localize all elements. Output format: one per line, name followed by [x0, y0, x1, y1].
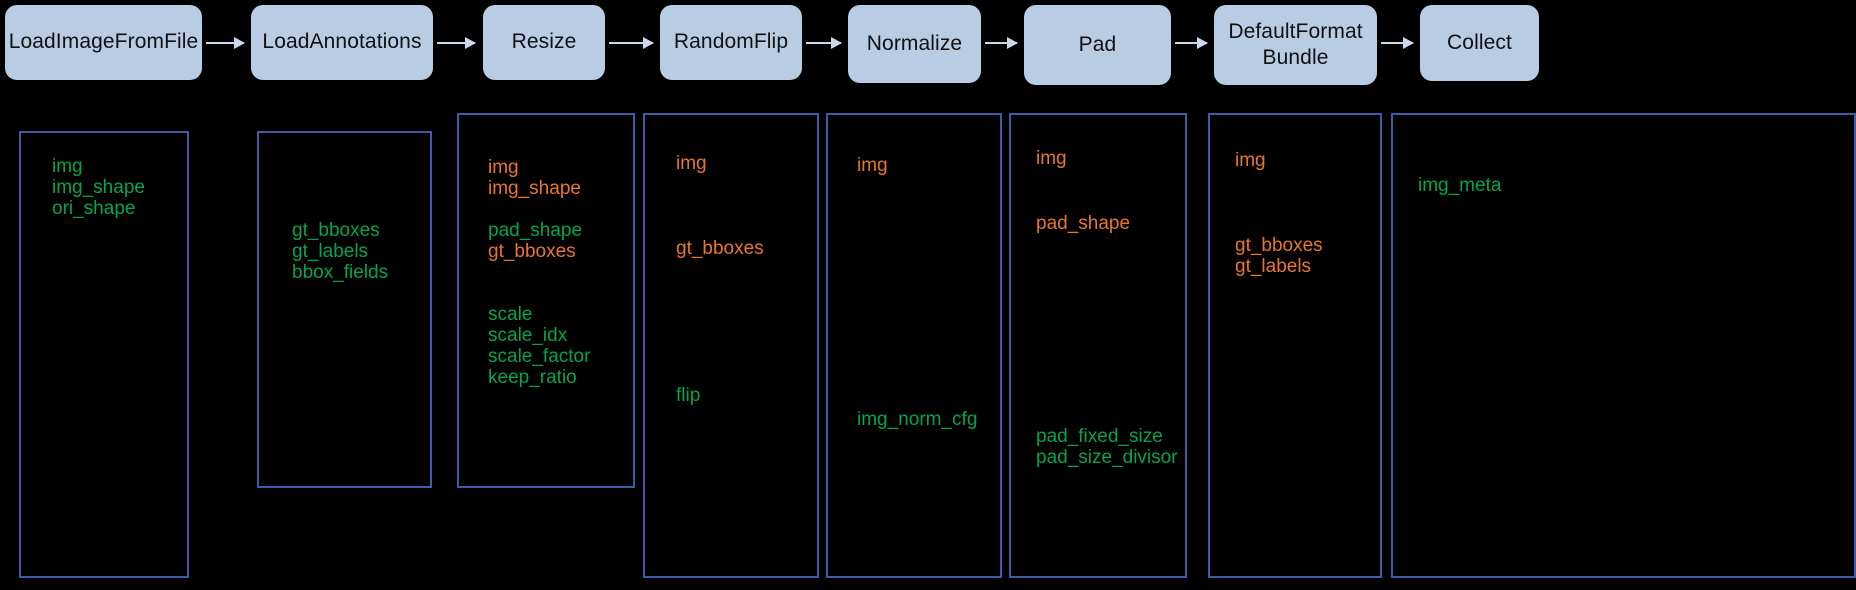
field-pad-shape: pad_shape [1036, 213, 1131, 234]
field-gt-bboxes: gt_bboxes [292, 220, 380, 241]
pipeline-node-label: Collect [1447, 30, 1512, 54]
pipeline-node-collect[interactable]: Collect [1420, 5, 1539, 81]
pipeline-node-loadannotations[interactable]: LoadAnnotations [251, 5, 433, 80]
field-ori-shape: ori_shape [52, 198, 136, 219]
field-flip: flip [676, 385, 701, 406]
pipeline-node-randomflip[interactable]: RandomFlip [660, 5, 802, 80]
pipeline-node-label-line1: DefaultFormat [1228, 19, 1363, 43]
pipeline-node-loadimagefromfile[interactable]: LoadImageFromFile [5, 5, 202, 80]
field-scale-idx: scale_idx [488, 325, 568, 346]
field-pad-shape: pad_shape [488, 220, 583, 241]
field-gt-labels: gt_labels [1235, 256, 1312, 277]
pipeline-node-label: Pad [1078, 32, 1117, 56]
field-scale-factor: scale_factor [488, 346, 591, 367]
pipeline-node-label: Resize [511, 30, 577, 54]
pipeline-node-label: LoadAnnotations [262, 30, 422, 54]
field-img-shape: img_shape [52, 177, 145, 198]
field-pad-fixed-size: pad_fixed_size [1036, 426, 1163, 447]
fields-panel-randomflip: img gt_bboxes flip [643, 113, 819, 578]
field-scale: scale [488, 304, 533, 325]
arrow-loadimagefromfile-to-loadannotations [206, 37, 245, 49]
pipeline-node-defaultformatbundle[interactable]: DefaultFormat Bundle [1214, 5, 1377, 85]
arrow-pad-to-defaultformatbundle [1175, 37, 1208, 49]
field-img: img [488, 157, 519, 178]
pipeline-node-label: LoadImageFromFile [8, 30, 199, 54]
arrow-defaultformatbundle-to-collect [1381, 37, 1414, 49]
field-img: img [52, 156, 83, 177]
arrow-normalize-to-pad [985, 37, 1018, 49]
pipeline-node-resize[interactable]: Resize [483, 5, 605, 80]
fields-panel-normalize: img img_norm_cfg [826, 113, 1002, 578]
field-img-meta: img_meta [1418, 175, 1502, 196]
field-gt-labels: gt_labels [292, 241, 369, 262]
arrow-randomflip-to-normalize [806, 37, 842, 49]
fields-panel-collect: img_meta [1391, 113, 1856, 578]
field-bbox-fields: bbox_fields [292, 262, 389, 283]
field-img-shape: img_shape [488, 178, 581, 199]
field-img-norm-cfg: img_norm_cfg [857, 409, 978, 430]
field-gt-bboxes: gt_bboxes [488, 241, 576, 262]
pipeline-node-label-line2: Bundle [1262, 46, 1329, 69]
pipeline-node-label: Normalize [866, 31, 963, 55]
field-keep-ratio: keep_ratio [488, 367, 577, 388]
field-img: img [1036, 148, 1067, 169]
fields-panel-loadimagefromfile: img img_shape ori_shape [19, 131, 189, 578]
field-pad-size-divisor: pad_size_divisor [1036, 447, 1178, 468]
field-img: img [1235, 150, 1266, 171]
pipeline-node-label: RandomFlip [673, 30, 789, 54]
fields-panel-loadannotations: gt_bboxes gt_labels bbox_fields [257, 131, 432, 488]
arrow-resize-to-randomflip [609, 37, 654, 49]
pipeline-node-normalize[interactable]: Normalize [848, 5, 981, 83]
fields-panel-pad: img pad_shape pad_fixed_size pad_size_di… [1009, 113, 1187, 578]
pipeline-node-pad[interactable]: Pad [1024, 5, 1171, 85]
field-img: img [857, 155, 888, 176]
field-gt-bboxes: gt_bboxes [676, 238, 764, 259]
fields-panel-resize: img img_shape pad_shape gt_bboxes scale … [457, 113, 635, 488]
field-gt-bboxes: gt_bboxes [1235, 235, 1323, 256]
fields-panel-defaultformatbundle: img gt_bboxes gt_labels [1208, 113, 1382, 578]
arrow-loadannotations-to-resize [437, 37, 476, 49]
field-img: img [676, 153, 707, 174]
